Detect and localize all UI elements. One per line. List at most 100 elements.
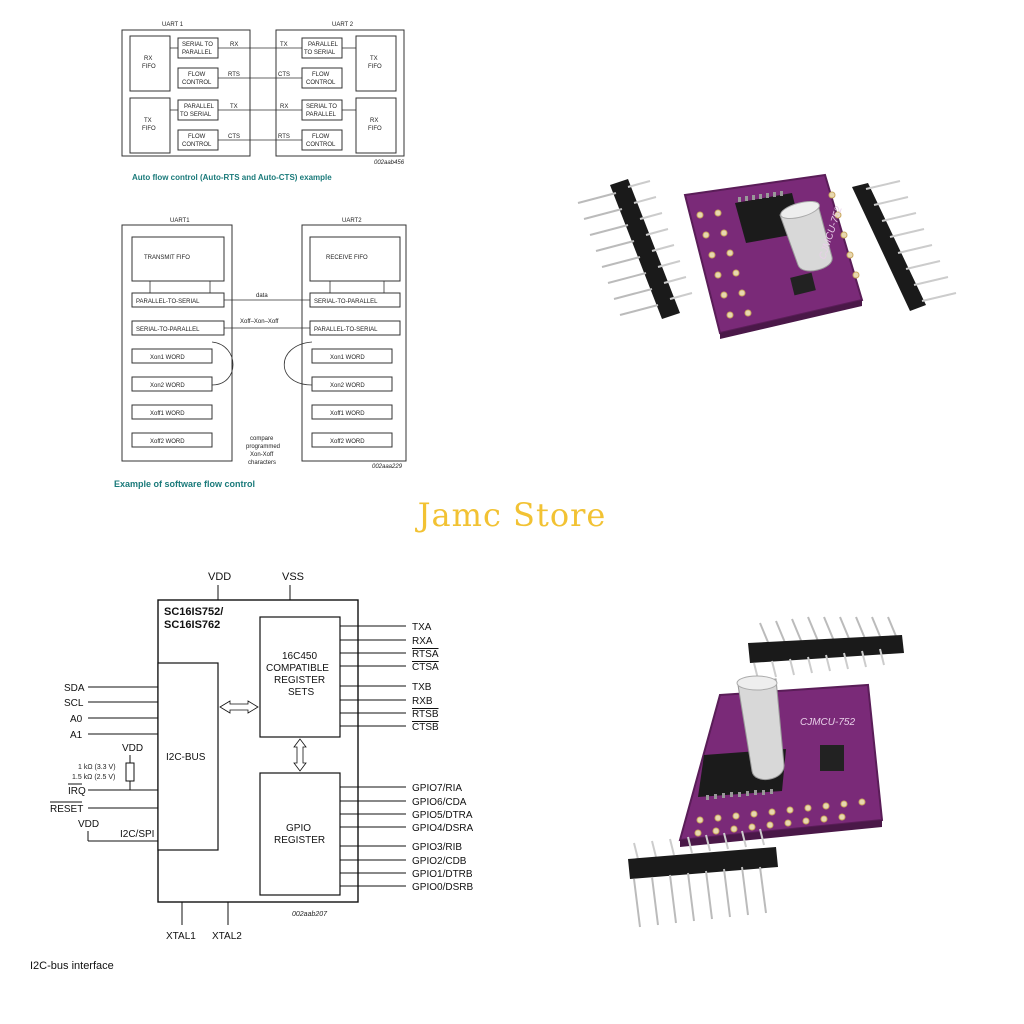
pin-rxa: RXA <box>412 636 433 647</box>
autoflow-u2-rx-fifo <box>355 97 397 154</box>
autoflow-u2-p2s-l2: TO SERIAL <box>304 50 336 56</box>
crystal-oscillator <box>779 204 833 272</box>
right-pin-header <box>852 180 957 311</box>
pin-a0: A0 <box>70 714 83 725</box>
auto-flow-control-diagram: UART 1 UART 2 RX FIFO TX FIFO SERIAL TO … <box>121 22 405 182</box>
swflow-uart2-label: UART2 <box>342 218 362 224</box>
swflow-u1-xon2 <box>131 376 213 392</box>
pin-gpio1: GPIO1/DTRB <box>412 869 473 880</box>
autoflow-u1-rx-fifo-l1: RX <box>144 56 152 62</box>
swflow-u1-xoff1-label: Xoff1 WORD <box>150 411 185 417</box>
autoflow-u2-s2p-l2: PARALLEL <box>306 112 337 118</box>
autoflow-u1-s2p-l1: SERIAL TO <box>182 42 213 48</box>
regs-l4: SETS <box>288 687 314 698</box>
autoflow-u1-flow1-l2: CONTROL <box>182 80 212 86</box>
swflow-compare-l3: Xon-Xoff <box>250 452 274 458</box>
autoflow-u1-flow1-l1: FLOW <box>188 72 206 78</box>
autoflow-u1-tx-label: TX <box>230 104 238 110</box>
uart-pin-lines <box>340 625 406 727</box>
pin-xtal1: XTAL1 <box>166 931 196 942</box>
autoflow-u1-tx-fifo-l1: TX <box>144 118 152 124</box>
swflow-u2-xon2-label: Xon2 WORD <box>330 383 365 389</box>
pin-rtsb: RTSB <box>412 709 439 720</box>
autoflow-uart1-label: UART 1 <box>162 22 184 28</box>
pin-gpio6: GPIO6/CDA <box>412 797 467 808</box>
cjmcu-752-board-photo-bottom: CJMCU-752 <box>628 616 904 928</box>
autoflow-u1-rx-fifo <box>129 35 171 92</box>
pin-ctsa: CTSA <box>412 662 439 673</box>
pin-irq: IRQ <box>68 786 86 797</box>
autoflow-u1-rx-fifo-l2: FIFO <box>142 64 156 70</box>
autoflow-u1-rx-label: RX <box>230 42 238 48</box>
autoflow-u2-p2s-l1: PARALLEL <box>308 42 339 48</box>
autoflow-u2-tx-fifo-l1: TX <box>370 56 378 62</box>
swflow-compare-l1: compare <box>250 436 274 442</box>
swflow-u1-xoff2-label: Xoff2 WORD <box>150 439 185 445</box>
swflow-u1-xon1-label: Xon1 WORD <box>150 355 185 361</box>
regs-l2: COMPATIBLE <box>266 663 329 674</box>
pin-rtsa: RTSA <box>412 649 439 660</box>
autoflow-u2-rts-label: RTS <box>278 134 290 140</box>
autoflow-u2-flow1-l2: CONTROL <box>306 80 336 86</box>
pin-xtal2: XTAL2 <box>212 931 242 942</box>
autoflow-u1-flow2-l1: FLOW <box>188 134 206 140</box>
vdd2-label: VDD <box>78 819 99 830</box>
regs-l1: 16C450 <box>282 651 317 662</box>
autoflow-u1-tx-fifo <box>129 97 171 154</box>
swflow-receive-fifo-label: RECEIVE FIFO <box>326 255 368 261</box>
swflow-caption: Example of software flow control <box>114 479 255 489</box>
pin-reset: RESET <box>50 804 83 815</box>
swflow-transmit-fifo <box>131 236 225 282</box>
pin-gpio4: GPIO4/DSRA <box>412 823 473 834</box>
pin-i2c-spi: I2C/SPI <box>120 829 154 840</box>
swflow-u1-xon1 <box>131 348 213 364</box>
gpio-pin-lines <box>340 786 406 887</box>
gpio-reg-l1: GPIO <box>286 823 311 834</box>
autoflow-u1-s2p-l2: PARALLEL <box>182 50 213 56</box>
pin-scl: SCL <box>64 698 84 709</box>
autoflow-u2-s2p-l1: SERIAL TO <box>306 104 337 110</box>
swflow-u2-xoff2-label: Xoff2 WORD <box>330 439 365 445</box>
i2c-bus-block <box>157 662 219 851</box>
block-caption: I2C-bus interface <box>30 960 114 972</box>
chip-name-l2: SC16IS762 <box>164 619 220 631</box>
autoflow-u2-tx-label: TX <box>280 42 288 48</box>
store-watermark: Jamc Store <box>417 496 607 534</box>
swflow-uart1-label: UART1 <box>170 218 190 224</box>
pin-gpio2: GPIO2/CDB <box>412 856 467 867</box>
pin-ctsb: CTSB <box>412 722 439 733</box>
autoflow-u2-flow2-l1: FLOW <box>312 134 330 140</box>
autoflow-u1-rts-label: RTS <box>228 72 240 78</box>
swflow-u1-p2s-label: PARALLEL-TO-SERIAL <box>136 299 200 305</box>
swflow-u1-xoff1 <box>131 404 213 420</box>
cjmcu-752-board-photo-top: CJMCU-752 <box>577 173 957 339</box>
crystal-oscillator-2 <box>737 678 785 780</box>
pin-txb: TXB <box>412 682 432 693</box>
autoflow-u1-flow2-l2: CONTROL <box>182 142 212 148</box>
pin-a1: A1 <box>70 730 83 741</box>
swflow-compare-l4: characters <box>248 460 276 466</box>
resistor-1k-label: 1 kΩ (3.3 V) <box>78 764 116 771</box>
swflow-u2-xon1 <box>311 348 393 364</box>
gpio-register-block <box>259 772 341 896</box>
board-label-bottom: CJMCU-752 <box>800 717 855 728</box>
chip-name-l1: SC16IS752/ <box>164 606 223 618</box>
regs-l3: REGISTER <box>274 675 325 686</box>
gpio-reg-l2: REGISTER <box>274 835 325 846</box>
swflow-u2-s2p-label: SERIAL-TO-PARALLEL <box>314 299 378 305</box>
autoflow-u1-p2s-l2: TO SERIAL <box>180 112 212 118</box>
autoflow-u1-p2s-l1: PARALLEL <box>184 104 215 110</box>
left-pin-header <box>577 179 693 319</box>
block-vdd-label: VDD <box>208 571 231 583</box>
autoflow-u2-tx-fifo-l2: FIFO <box>368 64 382 70</box>
autoflow-u2-tx-fifo <box>355 35 397 92</box>
pin-gpio3: GPIO3/RIB <box>412 842 462 853</box>
pin-sda: SDA <box>64 683 85 694</box>
swflow-u1-s2p-label: SERIAL-TO-PARALLEL <box>136 327 200 333</box>
autoflow-u2-flow1-l1: FLOW <box>312 72 330 78</box>
swflow-compare-l2: programmed <box>246 444 280 450</box>
swflow-u2-xon2 <box>311 376 393 392</box>
swflow-u2-p2s-label: PARALLEL-TO-SERIAL <box>314 327 378 333</box>
bottom-pin-header <box>628 828 778 928</box>
swflow-u1-xoff2 <box>131 432 213 448</box>
